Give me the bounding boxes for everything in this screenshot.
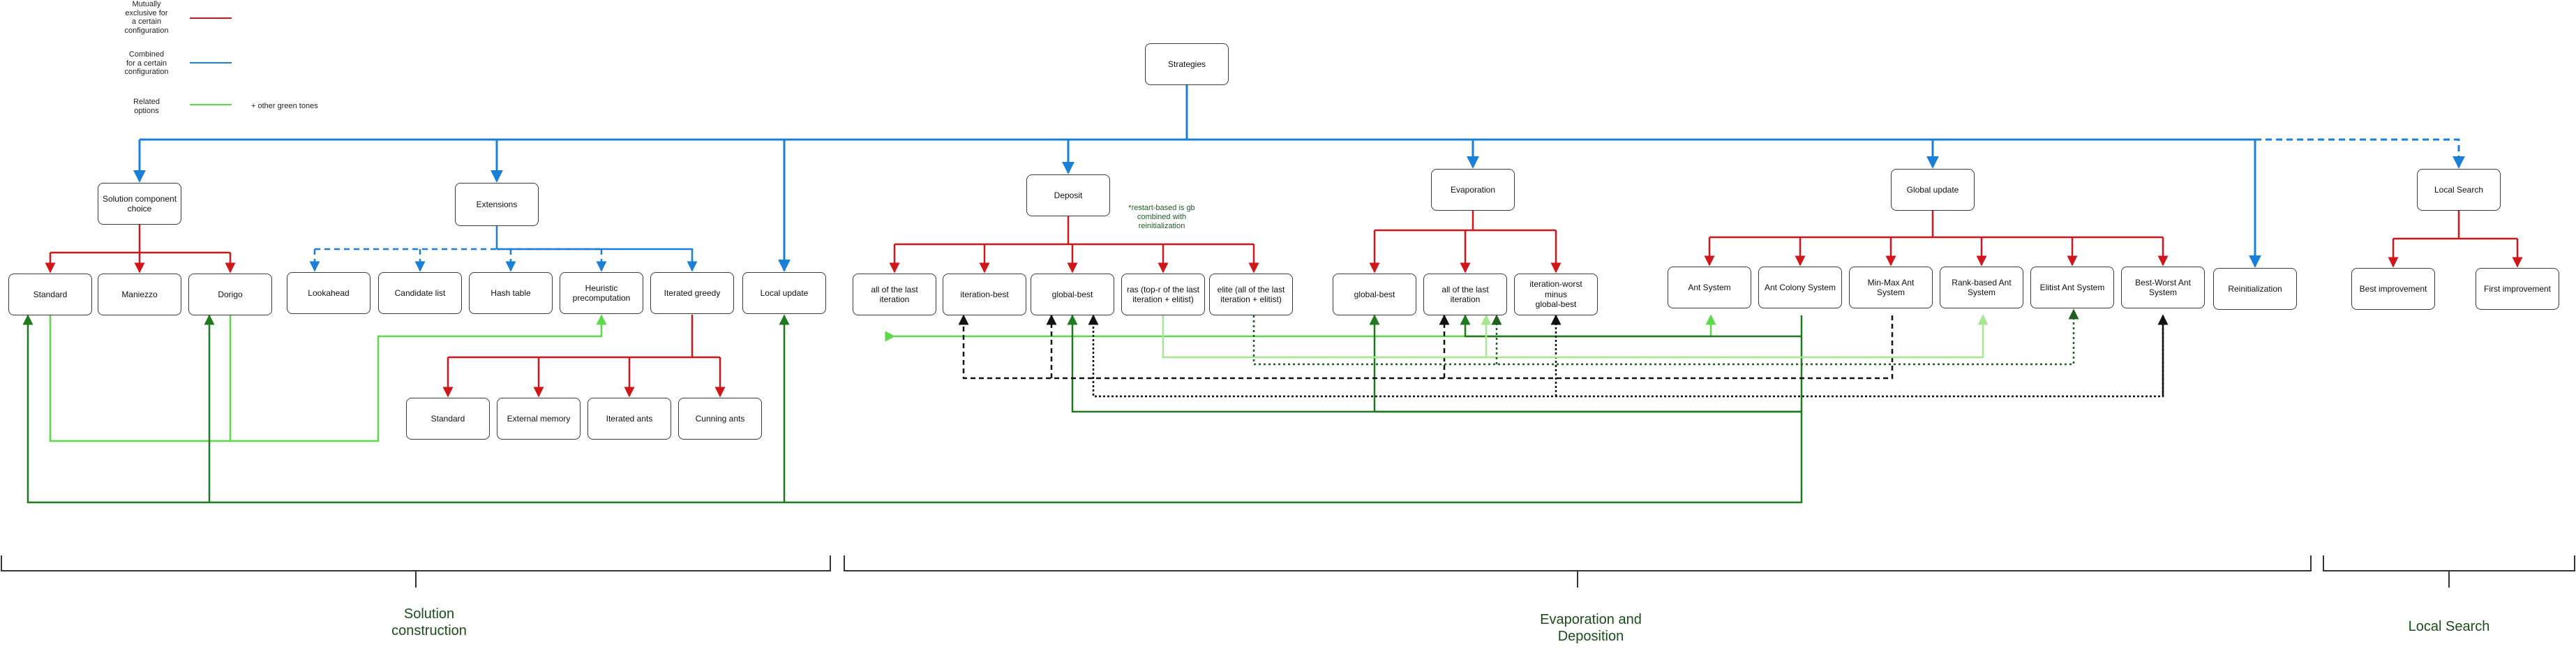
node-deposit[interactable]: Deposit [1026,174,1110,216]
red-connectors [45,211,2523,398]
node-hash-table[interactable]: Hash table [469,272,553,314]
node-evap-all-last-iteration[interactable]: all of the last iteration [1423,274,1507,315]
node-local-search[interactable]: Local Search [2417,169,2501,211]
node-strategies[interactable]: Strategies [1145,43,1229,85]
node-evaporation[interactable]: Evaporation [1431,169,1515,211]
node-elite[interactable]: elite (all of the last iteration + eliti… [1209,274,1293,315]
node-local-update[interactable]: Local update [742,272,826,314]
node-min-max-ant-system[interactable]: Min-Max Ant System [1849,267,1933,308]
extensions-dashed-connectors [309,248,607,272]
node-solution-component-choice[interactable]: Solution component choice [98,183,181,225]
node-heuristic-precomputation[interactable]: Heuristic precomputation [560,272,643,314]
section-brackets [1,555,2575,588]
node-cunning-ants[interactable]: Cunning ants [678,398,762,440]
node-best-improvement[interactable]: Best improvement [2351,268,2435,310]
node-evap-global-best[interactable]: global-best [1333,274,1416,315]
node-reinitialization[interactable]: Reinitialization [2213,268,2297,310]
node-elitist-ant-system[interactable]: Elitist Ant System [2030,267,2114,308]
legend-related: Related options [133,98,160,115]
node-dep-all-last-iteration[interactable]: all of the last iteration [853,274,936,315]
legend-green-tones-note: + other green tones [251,102,318,110]
legend-mutually-exclusive: Mutually exclusive for a certain configu… [124,0,169,35]
extensions-connectors [495,226,698,272]
node-first-improvement[interactable]: First improvement [2476,268,2559,310]
blue-dashed-to-local-search [2255,138,2465,169]
node-dep-iteration-best[interactable]: iteration-best [943,274,1026,315]
node-standard[interactable]: Standard [8,274,92,315]
node-extensions[interactable]: Extensions [455,183,539,226]
node-ras[interactable]: ras (top-r of the last iteration + eliti… [1121,274,1205,315]
node-dorigo[interactable]: Dorigo [188,274,272,315]
node-external-memory[interactable]: External memory [497,398,581,440]
node-iterated-greedy[interactable]: Iterated greedy [650,272,734,314]
node-best-worst-ant-system[interactable]: Best-Worst Ant System [2121,267,2205,308]
relation-connectors [22,306,2169,504]
blue-connectors [133,85,2261,272]
node-ant-colony-system[interactable]: Ant Colony System [1758,267,1842,308]
node-dep-global-best[interactable]: global-best [1031,274,1114,315]
section-local-search: Local Search [2408,619,2490,634]
node-iteration-worst-minus-global-best[interactable]: iteration-worst minus global-best [1514,274,1598,315]
restart-note: *restart-based is gb combined with reini… [1128,204,1195,231]
node-ant-system[interactable]: Ant System [1668,267,1751,308]
section-solution-construction: Solution construction [391,606,467,638]
node-maniezzo[interactable]: Maniezzo [98,274,181,315]
node-candidate-list[interactable]: Candidate list [378,272,462,314]
node-iterated-ants[interactable]: Iterated ants [587,398,671,440]
legend-lines [190,17,232,105]
node-ig-standard[interactable]: Standard [406,398,490,440]
legend-combined: Combined for a certain configuration [124,50,169,77]
node-rank-based-ant-system[interactable]: Rank-based Ant System [1940,267,2023,308]
node-lookahead[interactable]: Lookahead [287,272,370,314]
node-global-update[interactable]: Global update [1891,169,1975,211]
section-evaporation-and-deposition: Evaporation and Deposition [1540,612,1642,644]
